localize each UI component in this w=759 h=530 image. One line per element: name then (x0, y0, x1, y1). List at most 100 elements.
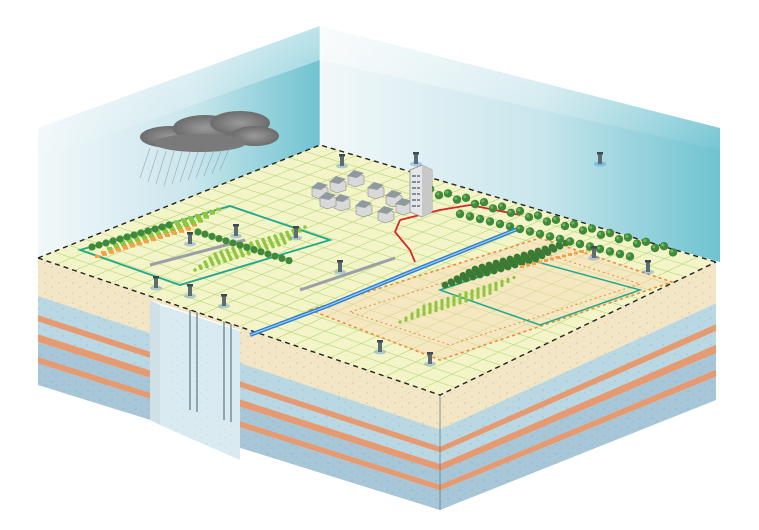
tree-highlight (481, 199, 484, 202)
tree-icon (579, 226, 587, 234)
crop-row (526, 264, 530, 267)
tree-icon (596, 245, 604, 253)
tree-icon (215, 235, 222, 242)
crop-plant (279, 232, 283, 236)
tree-icon (486, 262, 493, 269)
tree-icon (264, 250, 271, 257)
tree-highlight (580, 228, 583, 231)
crop-plant (231, 247, 235, 251)
tree-highlight (652, 245, 655, 248)
tree-icon (250, 246, 257, 253)
crop-plant (416, 308, 419, 311)
tree-icon (471, 200, 479, 208)
step-side-face (160, 305, 240, 460)
tree-icon (525, 213, 533, 221)
crop-row (101, 251, 106, 254)
tree-icon (456, 210, 464, 218)
crop-plant (255, 240, 259, 244)
tree-icon (137, 229, 144, 236)
tree-highlight (598, 232, 601, 235)
tree-icon (660, 242, 668, 250)
crop-row (532, 262, 536, 265)
tree-icon (201, 231, 208, 238)
apartment-tower-icon (410, 165, 432, 217)
tree-icon (561, 222, 569, 230)
tree-icon (453, 195, 461, 203)
tree-icon (498, 202, 506, 210)
crop-row (568, 253, 572, 256)
tree-icon (236, 242, 243, 249)
tree-icon (651, 244, 659, 252)
tree-highlight (557, 236, 560, 239)
crop-row (538, 261, 542, 264)
crop-plant (404, 316, 407, 319)
tree-highlight (547, 234, 550, 237)
tree-highlight (436, 192, 439, 195)
tree-icon (229, 239, 236, 246)
tree-icon (606, 229, 614, 237)
tree-highlight (577, 241, 580, 244)
tree-icon (460, 272, 467, 279)
crop-plant (464, 291, 467, 294)
crop-plant (225, 249, 229, 253)
crop-plant (422, 304, 425, 307)
crop-row (181, 218, 186, 221)
tree-icon (616, 250, 624, 258)
crop-row (209, 210, 214, 213)
tree-highlight (537, 231, 540, 234)
crop-row (580, 250, 584, 253)
tree-icon (208, 233, 215, 240)
tree-icon (521, 252, 528, 259)
tree-icon (144, 227, 151, 234)
crop-plant (434, 301, 437, 304)
tree-icon (534, 211, 542, 219)
crop-row (107, 247, 112, 250)
crop-plant (506, 278, 509, 281)
tree-icon (165, 221, 172, 228)
tree-highlight (567, 239, 570, 242)
tree-icon (493, 260, 500, 267)
tree-icon (243, 244, 250, 251)
tree-icon (615, 235, 623, 243)
tree-highlight (507, 224, 510, 227)
tree-icon (552, 216, 560, 224)
tree-highlight (661, 243, 664, 246)
tree-icon (507, 209, 515, 217)
tree-highlight (490, 206, 493, 209)
tree-icon (442, 282, 449, 289)
crop-row (562, 255, 566, 258)
crop-plant (512, 276, 515, 279)
tree-icon (496, 220, 504, 228)
crop-row (95, 255, 100, 258)
tree-icon (588, 224, 596, 232)
tree-icon (448, 278, 455, 285)
tree-icon (516, 225, 524, 233)
tree-icon (542, 246, 549, 253)
tree-highlight (472, 201, 475, 204)
crop-plant (458, 293, 461, 296)
tree-icon (476, 215, 484, 223)
tree-highlight (544, 219, 547, 222)
tree-icon (194, 228, 201, 235)
tree-icon (516, 207, 524, 215)
tree-icon (151, 225, 158, 232)
tree-icon (435, 191, 443, 199)
tree-icon (576, 240, 584, 248)
crop-plant (213, 252, 217, 256)
tree-icon (116, 235, 123, 242)
crop-plant (398, 320, 401, 323)
tree-icon (528, 250, 535, 257)
tree-highlight (571, 221, 574, 224)
crop-row (188, 216, 193, 219)
crop-plant (446, 297, 449, 300)
crop-plant (428, 303, 431, 306)
crop-plant (203, 260, 207, 264)
tree-highlight (517, 226, 520, 229)
crop-plant (273, 234, 277, 238)
tree-highlight (457, 211, 460, 214)
crop-row (556, 256, 560, 259)
tree-icon (514, 254, 521, 261)
tree-highlight (487, 219, 490, 222)
tree-icon (466, 212, 474, 220)
